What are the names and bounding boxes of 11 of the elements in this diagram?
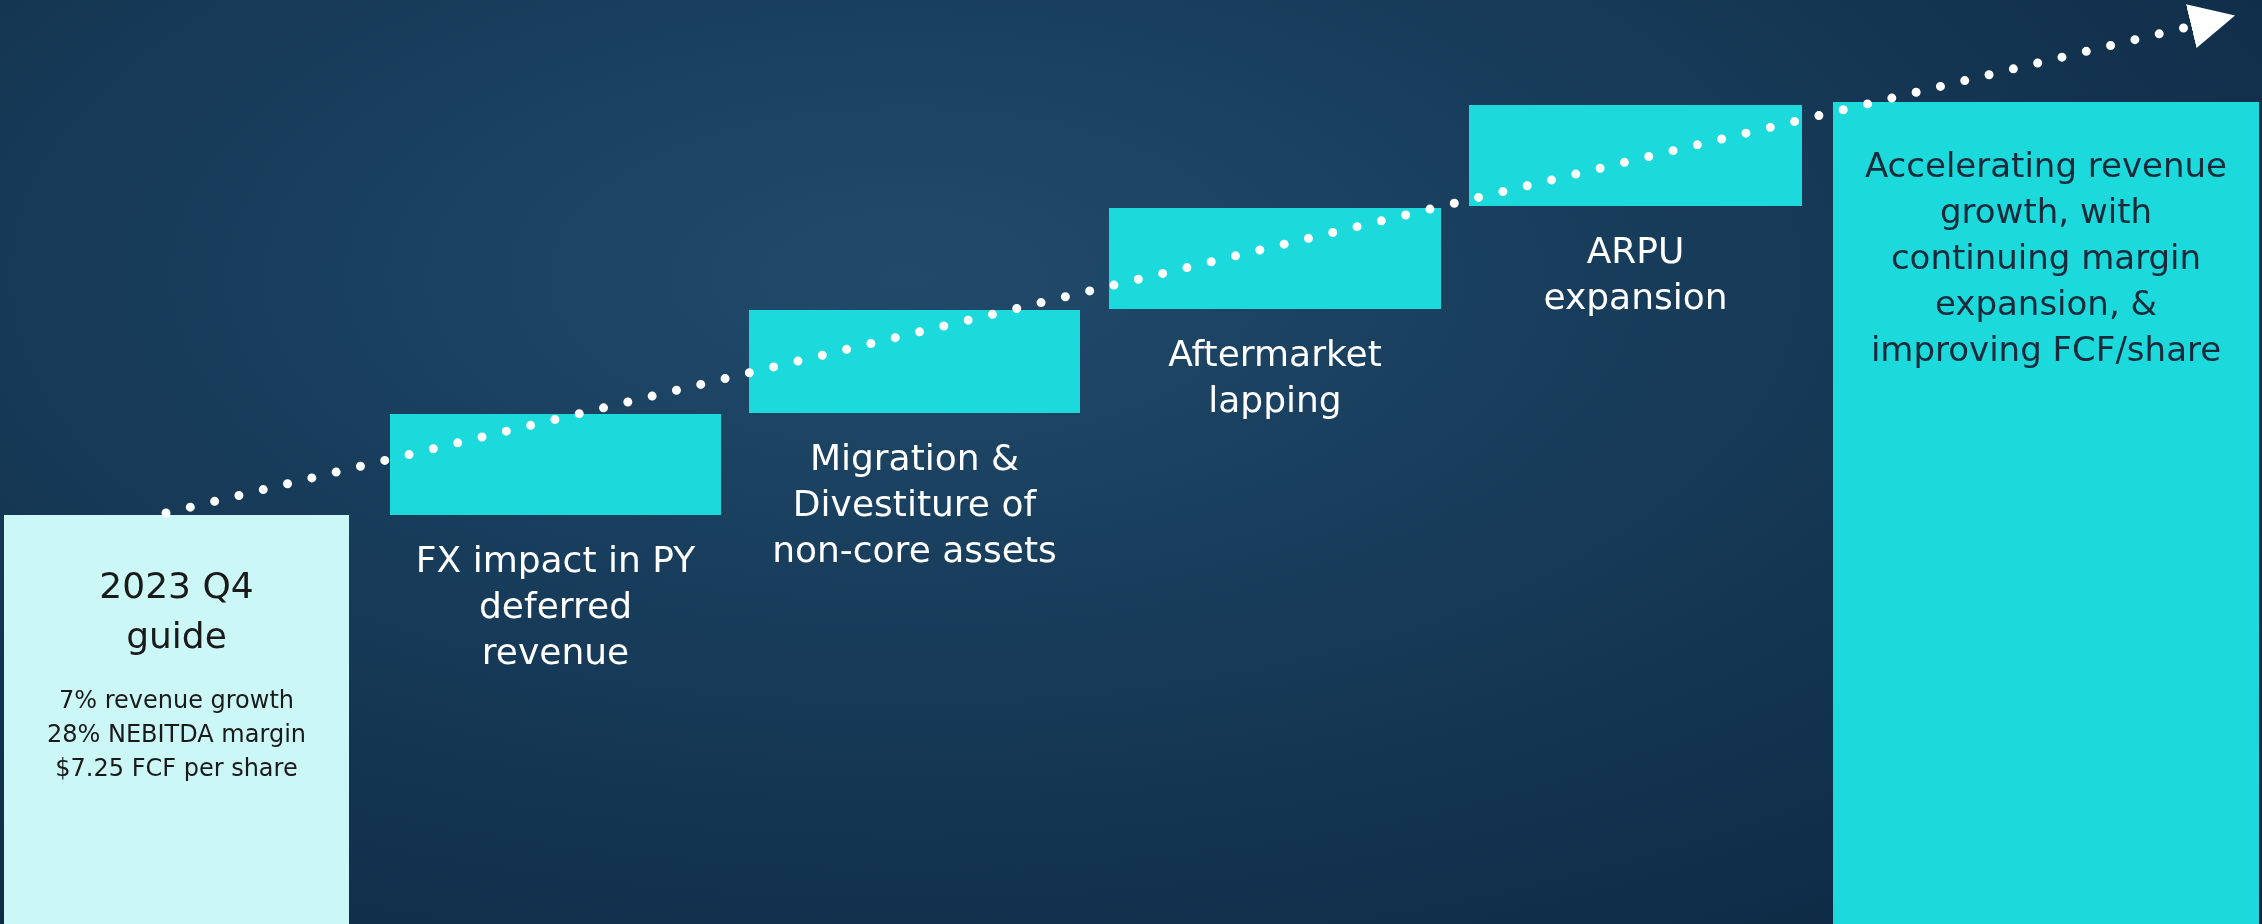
outcome-text: Accelerating revenue growth, with continuing margin expansion, & improving FCF/share	[1863, 144, 2229, 371]
step-caption: Migration & Divestiture of non-core assets	[771, 436, 1058, 572]
step-caption: ARPU expansion	[1542, 229, 1729, 319]
metric-text: $7.25 FCF per share	[54, 753, 299, 784]
metric-text: 7% revenue growth	[57, 685, 296, 716]
step-caption: FX impact in PY deferred revenue	[414, 538, 697, 674]
metric-text: 28% NEBITDA margin	[45, 719, 307, 750]
guide-panel	[4, 515, 349, 924]
panel-heading: 2023 Q4 guide	[98, 564, 255, 658]
outcome-bar	[1833, 102, 2259, 924]
step-caption: Aftermarket lapping	[1167, 332, 1383, 422]
